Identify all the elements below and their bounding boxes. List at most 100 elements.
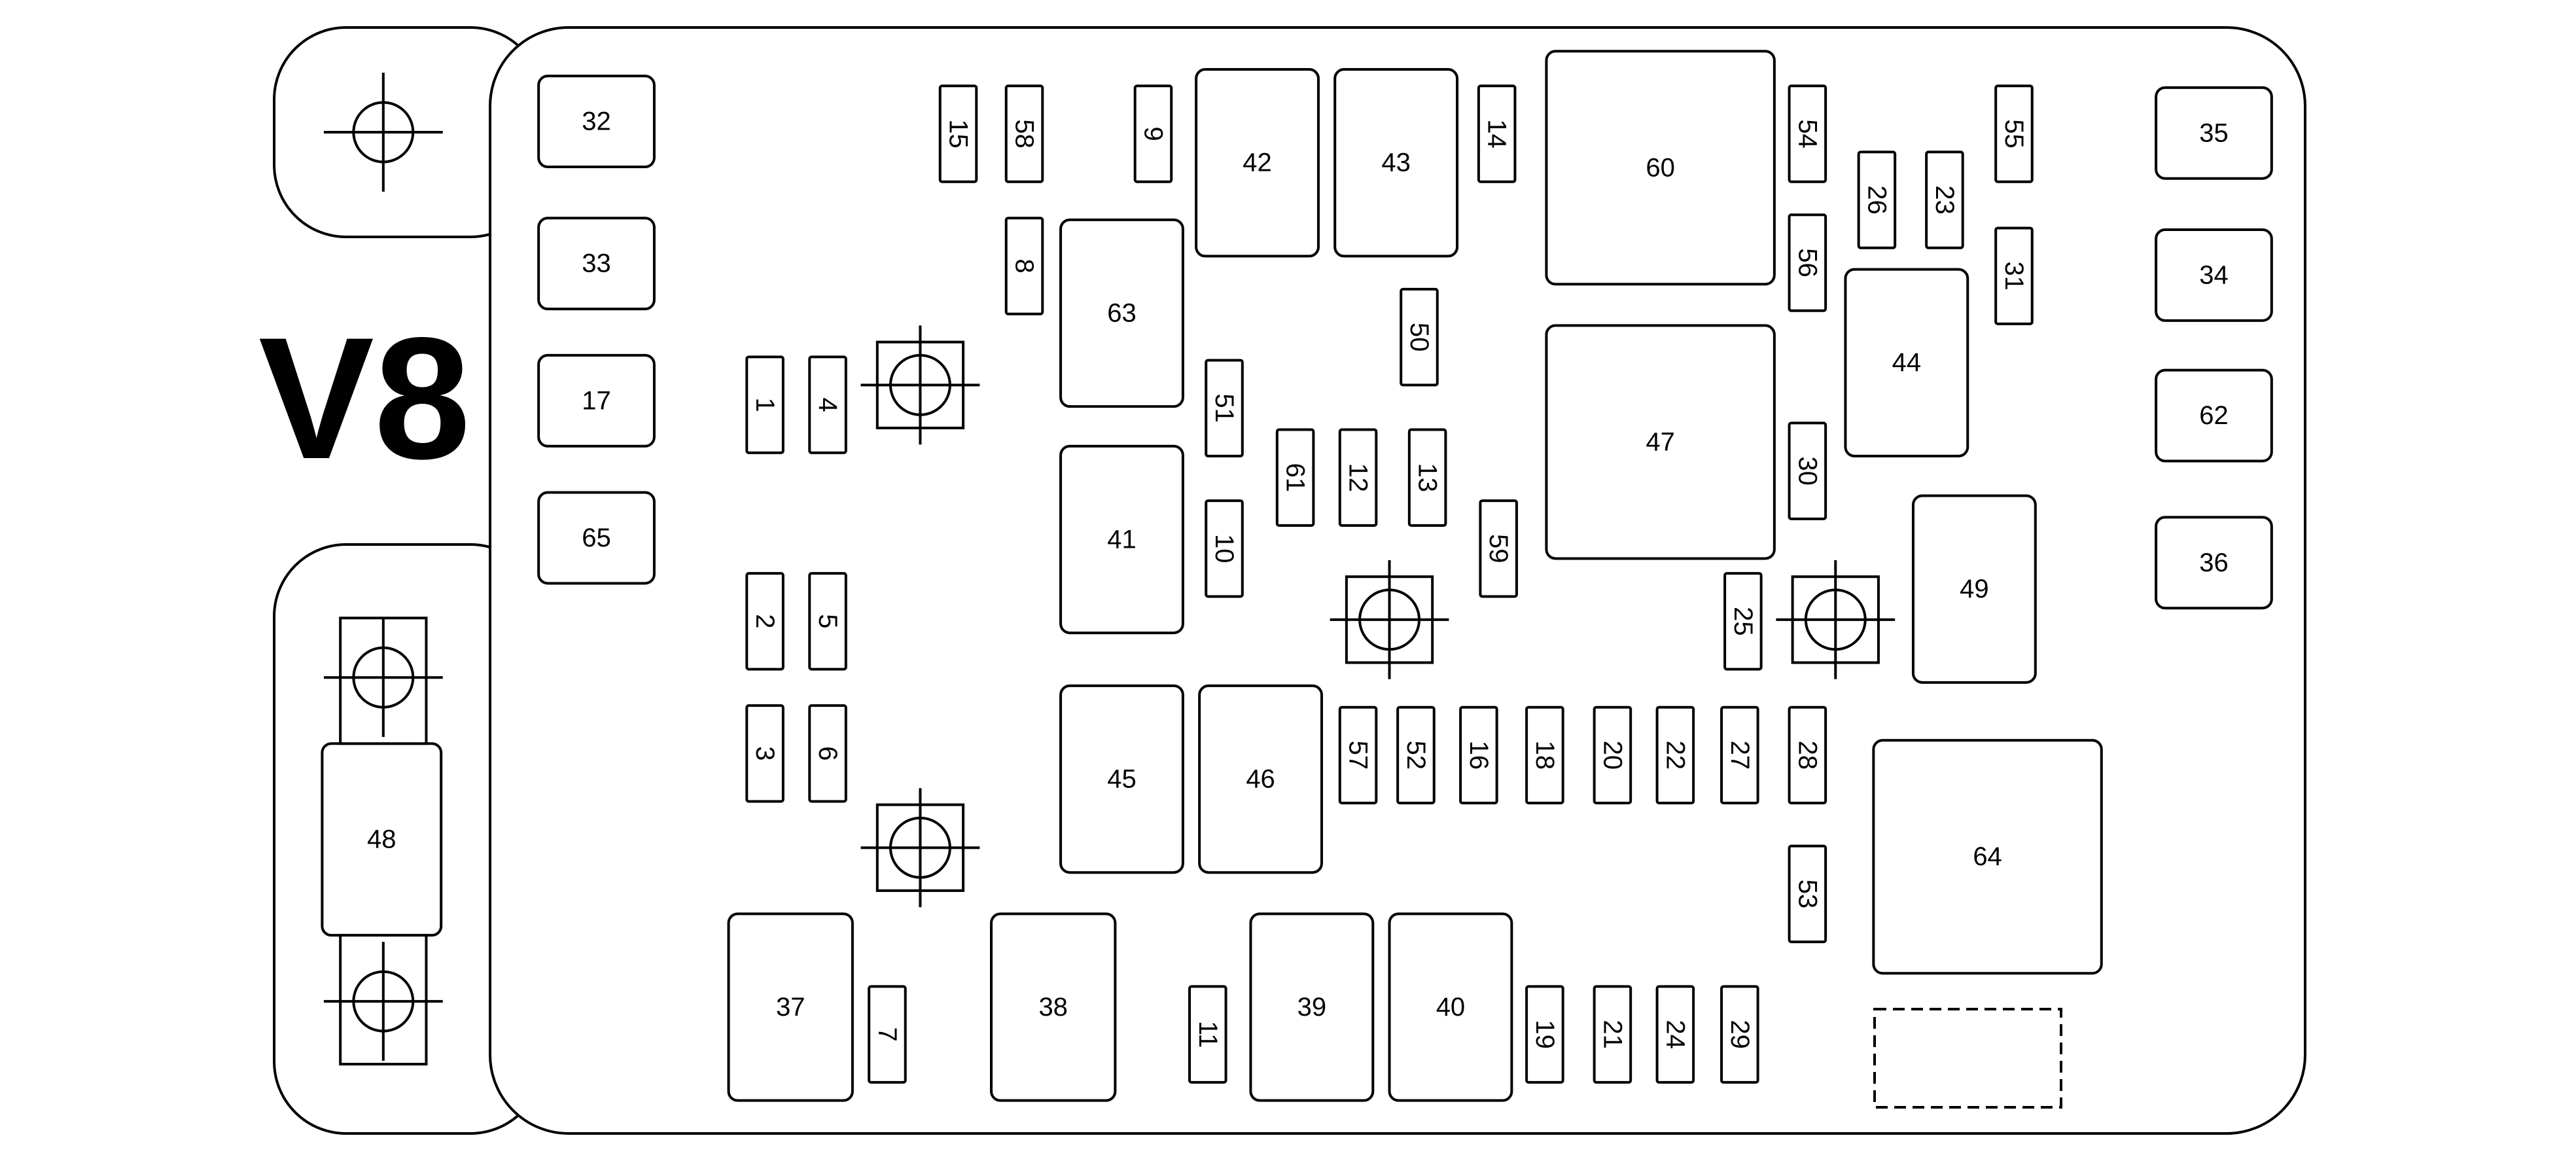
fuse-30-outline — [1788, 421, 1827, 520]
fuse-13-label: 13 — [1413, 463, 1442, 492]
relay-45-outline — [1059, 684, 1184, 874]
relay-62-label: 62 — [2199, 401, 2229, 430]
fuse-11-outline — [1188, 985, 1227, 1084]
fuse-15-outline — [938, 84, 978, 183]
fuse-50: 50 — [1400, 287, 1439, 387]
mounting-bolt-7 — [323, 942, 443, 1061]
fuse-28-outline — [1788, 705, 1827, 805]
fuse-3-outline — [745, 704, 785, 803]
fuse-14: 14 — [1477, 84, 1517, 183]
fuse-23: 23 — [1925, 151, 1964, 249]
mounting-bolt-3 — [1330, 560, 1449, 679]
relay-43: 43 — [1333, 68, 1459, 258]
fuse-1-label: 1 — [750, 398, 779, 412]
fuse-56: 56 — [1788, 213, 1827, 312]
relay-49-label: 49 — [1960, 575, 1989, 603]
fuse-24: 24 — [1655, 985, 1695, 1084]
relay-35-outline — [2155, 86, 2273, 180]
fuse-11-label: 11 — [1193, 1021, 1222, 1048]
fuse-10: 10 — [1205, 499, 1244, 598]
fuse-19-outline — [1525, 985, 1564, 1084]
relay-40-outline — [1388, 912, 1513, 1102]
fuse-22-label: 22 — [1661, 741, 1689, 770]
mounting-bolt-4 — [1776, 560, 1896, 679]
relay-64: 64 — [1872, 739, 2103, 975]
fuse-11: 11 — [1188, 985, 1227, 1084]
fuse-57-label: 57 — [1344, 741, 1373, 770]
relay-43-label: 43 — [1381, 149, 1411, 177]
fuse-13-outline — [1407, 428, 1447, 527]
fuse-52-outline — [1396, 705, 1436, 805]
relay-17-outline — [537, 353, 656, 448]
fuse-8: 8 — [1004, 217, 1044, 315]
fuse-52: 52 — [1396, 705, 1436, 805]
relay-34-label: 34 — [2199, 260, 2229, 289]
fuse-26-label: 26 — [1862, 185, 1891, 215]
fuse-29: 29 — [1720, 985, 1759, 1084]
fuse-54-outline — [1788, 84, 1827, 183]
relay-36-label: 36 — [2199, 548, 2229, 577]
relay-47-outline — [1545, 324, 1776, 560]
fuse-61-outline — [1275, 428, 1315, 527]
relay-41: 41 — [1059, 444, 1184, 635]
relay-42-outline — [1195, 68, 1320, 258]
fuse-58-label: 58 — [1010, 119, 1039, 149]
fuse-3-label: 3 — [750, 746, 779, 760]
mounting-bolt-6 — [323, 618, 443, 738]
fuse-58-outline — [1004, 84, 1044, 183]
fuse-6-label: 6 — [813, 746, 842, 760]
fuse-24-outline — [1655, 985, 1695, 1084]
fuse-25-outline — [1723, 572, 1763, 671]
fuse-25: 25 — [1723, 572, 1763, 671]
empty-slot-outline — [1873, 1008, 2062, 1109]
fuse-59: 59 — [1479, 499, 1518, 598]
relay-39: 39 — [1249, 912, 1375, 1102]
relay-33-outline — [537, 217, 656, 311]
fuse-15: 15 — [938, 84, 978, 183]
relay-60-label: 60 — [1646, 153, 1675, 182]
fuse-29-outline — [1720, 985, 1759, 1084]
relay-42: 42 — [1195, 68, 1320, 258]
relay-45-label: 45 — [1107, 765, 1137, 794]
fuse-20-outline — [1593, 705, 1632, 805]
relay-65-outline — [537, 491, 656, 585]
relay-64-label: 64 — [1973, 842, 2002, 871]
relay-42-label: 42 — [1243, 149, 1272, 177]
fuse-6: 6 — [808, 704, 847, 803]
relay-62-outline — [2155, 368, 2273, 463]
relay-37-outline — [727, 912, 854, 1102]
fuse-30-label: 30 — [1793, 456, 1822, 486]
fuse-4-outline — [808, 355, 847, 454]
fuse-54: 54 — [1788, 84, 1827, 183]
fuse-51-outline — [1205, 359, 1244, 457]
relay-36-outline — [2155, 516, 2273, 610]
fuse-9: 9 — [1133, 84, 1173, 183]
fuse-25-label: 25 — [1729, 607, 1757, 636]
fuse-6-outline — [808, 704, 847, 803]
relay-39-outline — [1249, 912, 1375, 1102]
fuse-20: 20 — [1593, 705, 1632, 805]
fuse-16-outline — [1459, 705, 1498, 805]
fuse-23-label: 23 — [1930, 185, 1959, 215]
fuse-4: 4 — [808, 355, 847, 454]
relay-38-outline — [990, 912, 1117, 1102]
fuse-18: 18 — [1525, 705, 1564, 805]
fuse-58: 58 — [1004, 84, 1044, 183]
fuse-28: 28 — [1788, 705, 1827, 805]
fuse-16-label: 16 — [1464, 741, 1493, 770]
fuse-16: 16 — [1459, 705, 1498, 805]
fuse-57-outline — [1338, 705, 1378, 805]
relay-39-label: 39 — [1297, 993, 1327, 1022]
fuse-30: 30 — [1788, 421, 1827, 520]
fuse-18-label: 18 — [1530, 741, 1559, 770]
relay-63-outline — [1059, 218, 1184, 408]
fuse-57: 57 — [1338, 705, 1378, 805]
fuse-3: 3 — [745, 704, 785, 803]
fuse-50-label: 50 — [1405, 323, 1434, 352]
relay-38: 38 — [990, 912, 1117, 1102]
fuse-61-label: 61 — [1281, 463, 1310, 492]
relay-32-outline — [537, 75, 656, 169]
fuse-1-outline — [745, 355, 785, 454]
relay-34: 34 — [2155, 228, 2273, 322]
